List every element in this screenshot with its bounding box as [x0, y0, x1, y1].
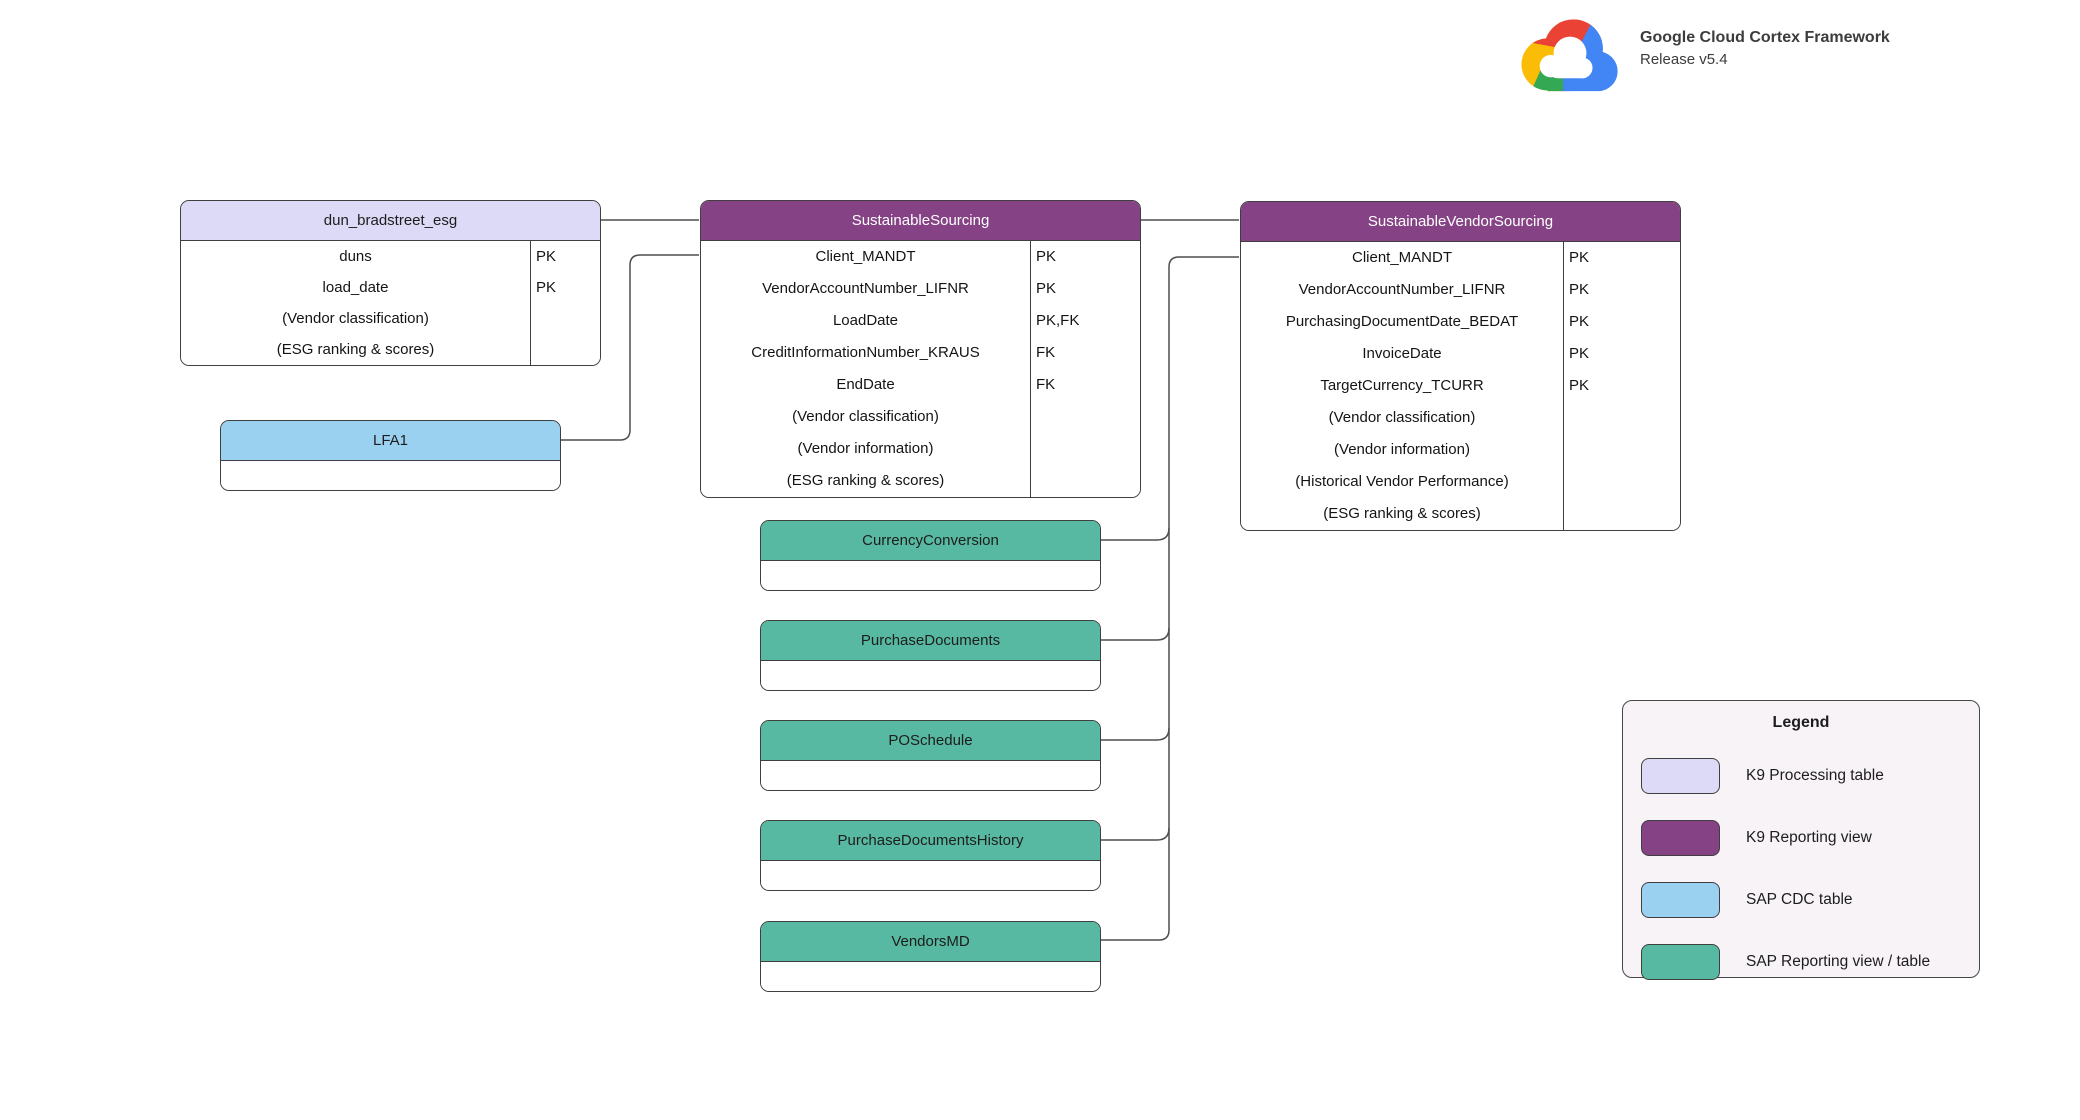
row-name: TargetCurrency_TCURR	[1320, 377, 1484, 394]
legend-item: K9 Reporting view	[1641, 820, 1979, 856]
legend-item: SAP Reporting view / table	[1641, 944, 1979, 980]
row-name: InvoiceDate	[1362, 345, 1442, 362]
row-key	[1031, 433, 1140, 465]
table-body-empty	[761, 660, 1100, 690]
row-name: (ESG ranking & scores)	[786, 472, 945, 489]
row-name: (Vendor information)	[1334, 441, 1470, 458]
row-key: PK	[1569, 313, 1590, 330]
table-body-empty	[761, 760, 1100, 790]
legend-swatch-sap-reporting	[1641, 944, 1720, 980]
row-key	[1564, 434, 1680, 466]
connector-purchasedocumentshistory	[1101, 827, 1170, 841]
row-key	[531, 303, 600, 334]
row-name: VendorAccountNumber_LIFNR	[1298, 281, 1506, 298]
legend-swatch-sap-cdc	[1641, 882, 1720, 918]
table-title: POSchedule	[761, 721, 1100, 761]
row-name: (Vendor classification)	[1328, 409, 1476, 426]
row-key: PK	[536, 247, 557, 265]
brand-header: Google Cloud Cortex Framework Release v5…	[1518, 12, 1890, 96]
legend-item: K9 Processing table	[1641, 758, 1979, 794]
table-body: Client_MANDT VendorAccountNumber_LIFNR P…	[1241, 241, 1680, 530]
row-key: PK	[1569, 249, 1590, 266]
legend-label: K9 Processing table	[1746, 767, 1884, 784]
table-dun-bradstreet-esg: dun_bradstreet_esg duns load_date (Vendo…	[180, 200, 601, 366]
table-body: Client_MANDT VendorAccountNumber_LIFNR L…	[701, 240, 1140, 497]
legend-label: SAP CDC table	[1746, 891, 1853, 908]
table-lfa1: LFA1	[220, 420, 561, 491]
logo-white-cloud	[1539, 36, 1593, 79]
row-key	[1031, 465, 1140, 497]
row-name: LoadDate	[832, 312, 899, 329]
table-body: duns load_date (Vendor classification) (…	[181, 240, 600, 365]
table-purchasedocumentshistory: PurchaseDocumentsHistory	[760, 820, 1101, 891]
table-body-empty	[761, 961, 1100, 991]
app-release-version: Release v5.4	[1640, 50, 1728, 68]
row-name: (Historical Vendor Performance)	[1295, 473, 1509, 490]
connector-poschedule	[1101, 727, 1170, 741]
row-name: EndDate	[836, 376, 895, 393]
google-cloud-logo-icon	[1521, 19, 1618, 92]
table-title: LFA1	[221, 421, 560, 461]
row-name: CreditInformationNumber_KRAUS	[751, 344, 980, 361]
legend-item: SAP CDC table	[1641, 882, 1979, 918]
table-sustainablevendorsourcing: SustainableVendorSourcing Client_MANDT V…	[1240, 201, 1681, 531]
table-sustainablesourcing: SustainableSourcing Client_MANDT VendorA…	[700, 200, 1141, 498]
legend: Legend K9 Processing table K9 Reporting …	[1622, 700, 1980, 980]
table-title: SustainableSourcing	[701, 201, 1140, 241]
table-body-empty	[761, 560, 1100, 590]
row-name: (ESG ranking & scores)	[1323, 505, 1481, 522]
table-body-empty	[761, 860, 1100, 890]
connector-currencyconversion	[1101, 527, 1170, 541]
row-name: VendorAccountNumber_LIFNR	[762, 280, 969, 297]
row-name: (ESG ranking & scores)	[276, 340, 435, 358]
row-key: PK	[1036, 248, 1057, 265]
row-key	[531, 334, 600, 365]
row-key	[1564, 402, 1680, 434]
row-name: Client_MANDT	[1351, 249, 1453, 266]
row-name: PurchasingDocumentDate_BEDAT	[1285, 313, 1519, 330]
connector-lfa1-to-sustainablesourcing	[561, 254, 699, 441]
connector-trunk-sap-tables	[1101, 256, 1239, 941]
row-name: (Vendor information)	[797, 440, 934, 457]
row-key: FK	[1036, 344, 1056, 361]
table-title: SustainableVendorSourcing	[1241, 202, 1680, 242]
row-name: (Vendor classification)	[792, 408, 939, 425]
row-name: Client_MANDT	[815, 248, 916, 265]
table-title: dun_bradstreet_esg	[181, 201, 600, 241]
table-title: VendorsMD	[761, 922, 1100, 962]
row-key: PK,FK	[1036, 312, 1080, 329]
table-title: CurrencyConversion	[761, 521, 1100, 561]
legend-title: Legend	[1772, 714, 1830, 731]
legend-label: SAP Reporting view / table	[1746, 953, 1931, 970]
row-key: PK	[1569, 281, 1590, 298]
table-title: PurchaseDocuments	[761, 621, 1100, 661]
row-key: PK	[1569, 377, 1590, 394]
connector-purchasedocuments	[1101, 627, 1170, 641]
table-vendorsmd: VendorsMD	[760, 921, 1101, 992]
legend-label: K9 Reporting view	[1746, 829, 1872, 846]
row-name: load_date	[322, 278, 389, 296]
row-key: PK	[1569, 345, 1590, 362]
legend-swatch-k9-processing	[1641, 758, 1720, 794]
table-currencyconversion: CurrencyConversion	[760, 520, 1101, 591]
table-poschedule: POSchedule	[760, 720, 1101, 791]
row-key: PK	[536, 278, 557, 296]
row-key: FK	[1036, 376, 1056, 393]
row-key	[1564, 466, 1680, 498]
row-name: duns	[339, 247, 372, 265]
table-purchasedocuments: PurchaseDocuments	[760, 620, 1101, 691]
row-key	[1031, 401, 1140, 433]
row-key	[1564, 498, 1680, 530]
table-body-empty	[221, 460, 560, 490]
app-title: Google Cloud Cortex Framework	[1640, 29, 1890, 46]
row-name: (Vendor classification)	[282, 309, 429, 327]
legend-swatch-k9-reporting	[1641, 820, 1720, 856]
row-key: PK	[1036, 280, 1057, 297]
table-title: PurchaseDocumentsHistory	[761, 821, 1100, 861]
